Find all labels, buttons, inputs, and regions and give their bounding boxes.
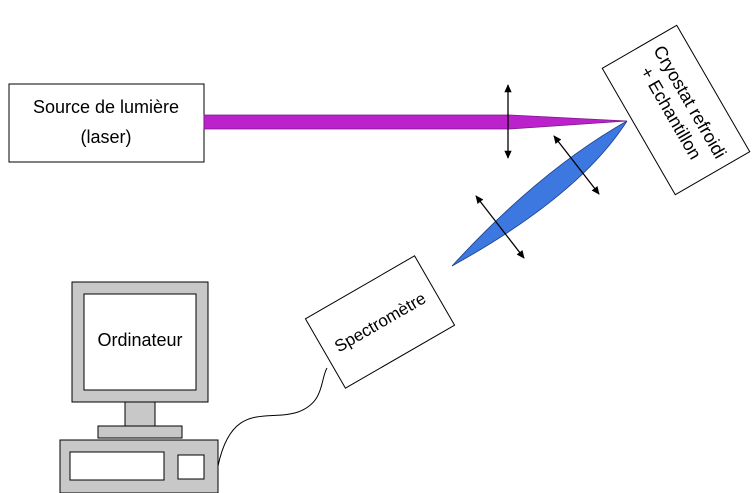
scattered-light-beam (451, 120, 628, 267)
laser-source-box: Source de lumière (laser) (8, 83, 205, 163)
disk-drive (69, 451, 165, 481)
power-button (177, 454, 205, 480)
laser-source-sublabel: (laser) (80, 127, 131, 147)
laser-source-label: Source de lumière (33, 97, 179, 117)
cryostat-box: Cryostat refroidi + Echantillon (601, 24, 751, 196)
spectrometer-box: Spectromètre (304, 255, 456, 389)
monitor-stand-base (97, 425, 183, 439)
computer-label: Ordinateur (97, 330, 182, 350)
monitor-stand-neck (124, 401, 156, 427)
laser-beam (203, 114, 628, 130)
monitor-screen (83, 293, 197, 391)
data-cable (217, 367, 328, 467)
spectrometer-lens-arrow (475, 195, 525, 259)
collection-lens-arrow (553, 135, 600, 195)
computer: Ordinateur (59, 281, 219, 493)
